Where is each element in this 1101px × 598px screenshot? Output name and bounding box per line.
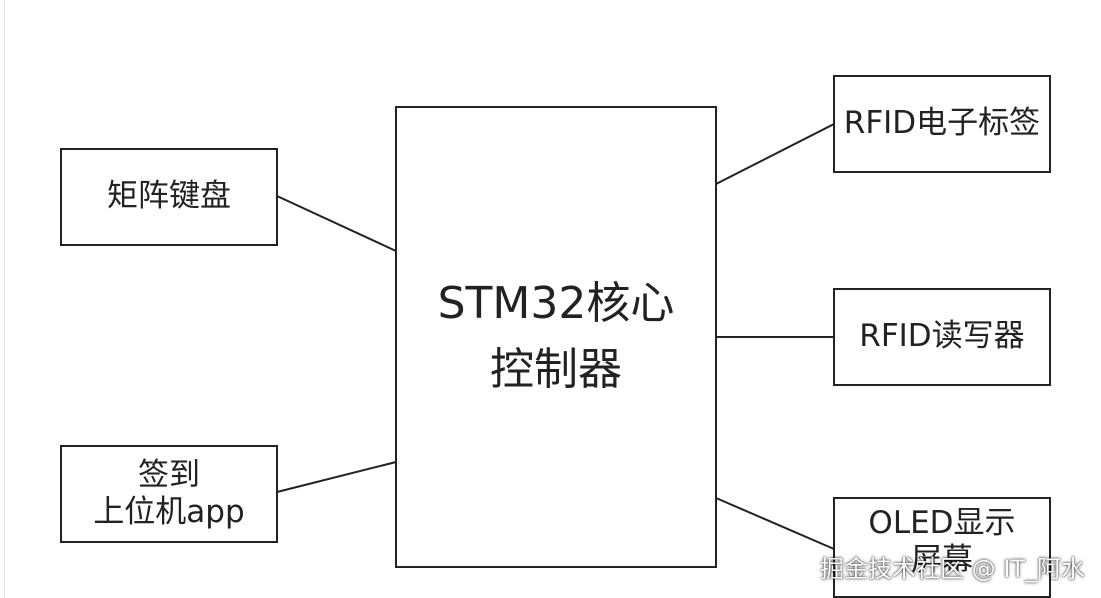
source-watermark: 掘金技术社区 @ IT_阿水 bbox=[820, 555, 1085, 583]
matrix-keypad-label: 矩阵键盘 bbox=[107, 178, 231, 215]
line-controller-to-rfid-tag bbox=[715, 123, 835, 185]
line-controller-to-oled bbox=[715, 497, 835, 550]
left-page-edge bbox=[4, 0, 5, 598]
rfid-tag-block: RFID电子标签 bbox=[833, 75, 1051, 173]
rfid-tag-label: RFID电子标签 bbox=[843, 105, 1041, 142]
line-app-to-controller bbox=[276, 461, 397, 493]
rfid-reader-label: RFID读写器 bbox=[859, 318, 1025, 355]
controller-label-line-2: 控制器 bbox=[490, 344, 622, 395]
checkin-app-block: 签到 上位机app bbox=[60, 445, 278, 543]
oled-display-label-line-1: OLED显示 bbox=[868, 505, 1016, 541]
oled-display-label-line-2: 屏幕 bbox=[911, 542, 973, 579]
checkin-app-label-line-1: 签到 bbox=[138, 456, 200, 493]
line-keypad-to-controller bbox=[276, 195, 397, 252]
rfid-reader-block: RFID读写器 bbox=[833, 288, 1051, 386]
oled-display-block: OLED显示 屏幕 bbox=[833, 497, 1051, 598]
stm32-controller-block: STM32核心 控制器 bbox=[395, 106, 717, 568]
matrix-keypad-block: 矩阵键盘 bbox=[60, 148, 278, 246]
controller-label-line-1: STM32核心 bbox=[437, 278, 675, 329]
checkin-app-label-line-2: 上位机app bbox=[93, 494, 245, 530]
